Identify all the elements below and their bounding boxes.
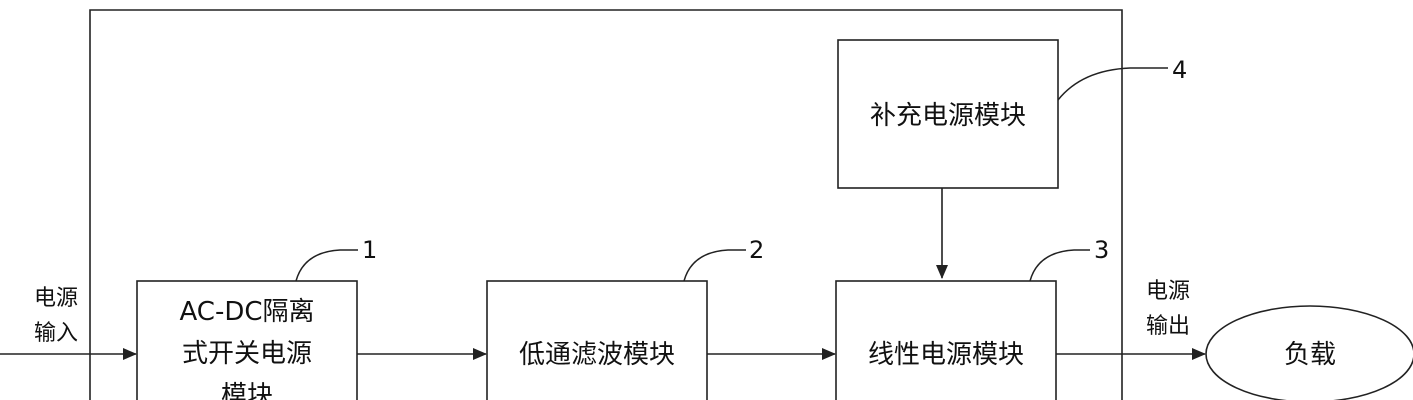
linear-power-module-box <box>835 280 1057 400</box>
callout-leader-2 <box>683 249 746 282</box>
callout-number-4: 4 <box>1172 56 1187 84</box>
load-label: 负载 <box>1284 340 1336 370</box>
power-output-label-line1: 电源 <box>1146 279 1190 304</box>
acdc-module-label-line1: AC-DC隔离 <box>179 297 314 327</box>
linear-power-module-label: 线性电源模块 <box>868 340 1024 370</box>
lowpass-filter-module-box <box>486 280 708 400</box>
supplement-power-module-box <box>837 39 1059 189</box>
callout-leader-4 <box>1057 67 1168 101</box>
acdc-module-label-line2: 式开关电源 <box>182 339 312 369</box>
callout-number-1: 1 <box>362 236 377 264</box>
acdc-module-label-line3: 模块 <box>221 381 273 400</box>
power-output-label-line2: 输出 <box>1146 314 1190 339</box>
supplement-power-module-label: 补充电源模块 <box>870 101 1026 131</box>
callout-leader-1 <box>295 249 358 282</box>
lowpass-filter-module-label: 低通滤波模块 <box>519 340 675 370</box>
callout-number-2: 2 <box>749 236 764 264</box>
power-input-label-line1: 电源 <box>34 286 78 311</box>
acdc-module-box <box>136 280 358 400</box>
callout-leader-3 <box>1029 249 1090 282</box>
system-enclosure <box>89 9 1123 400</box>
callout-number-3: 3 <box>1094 236 1109 264</box>
load-ellipse <box>1205 305 1413 400</box>
power-input-label-line2: 输入 <box>34 321 78 346</box>
